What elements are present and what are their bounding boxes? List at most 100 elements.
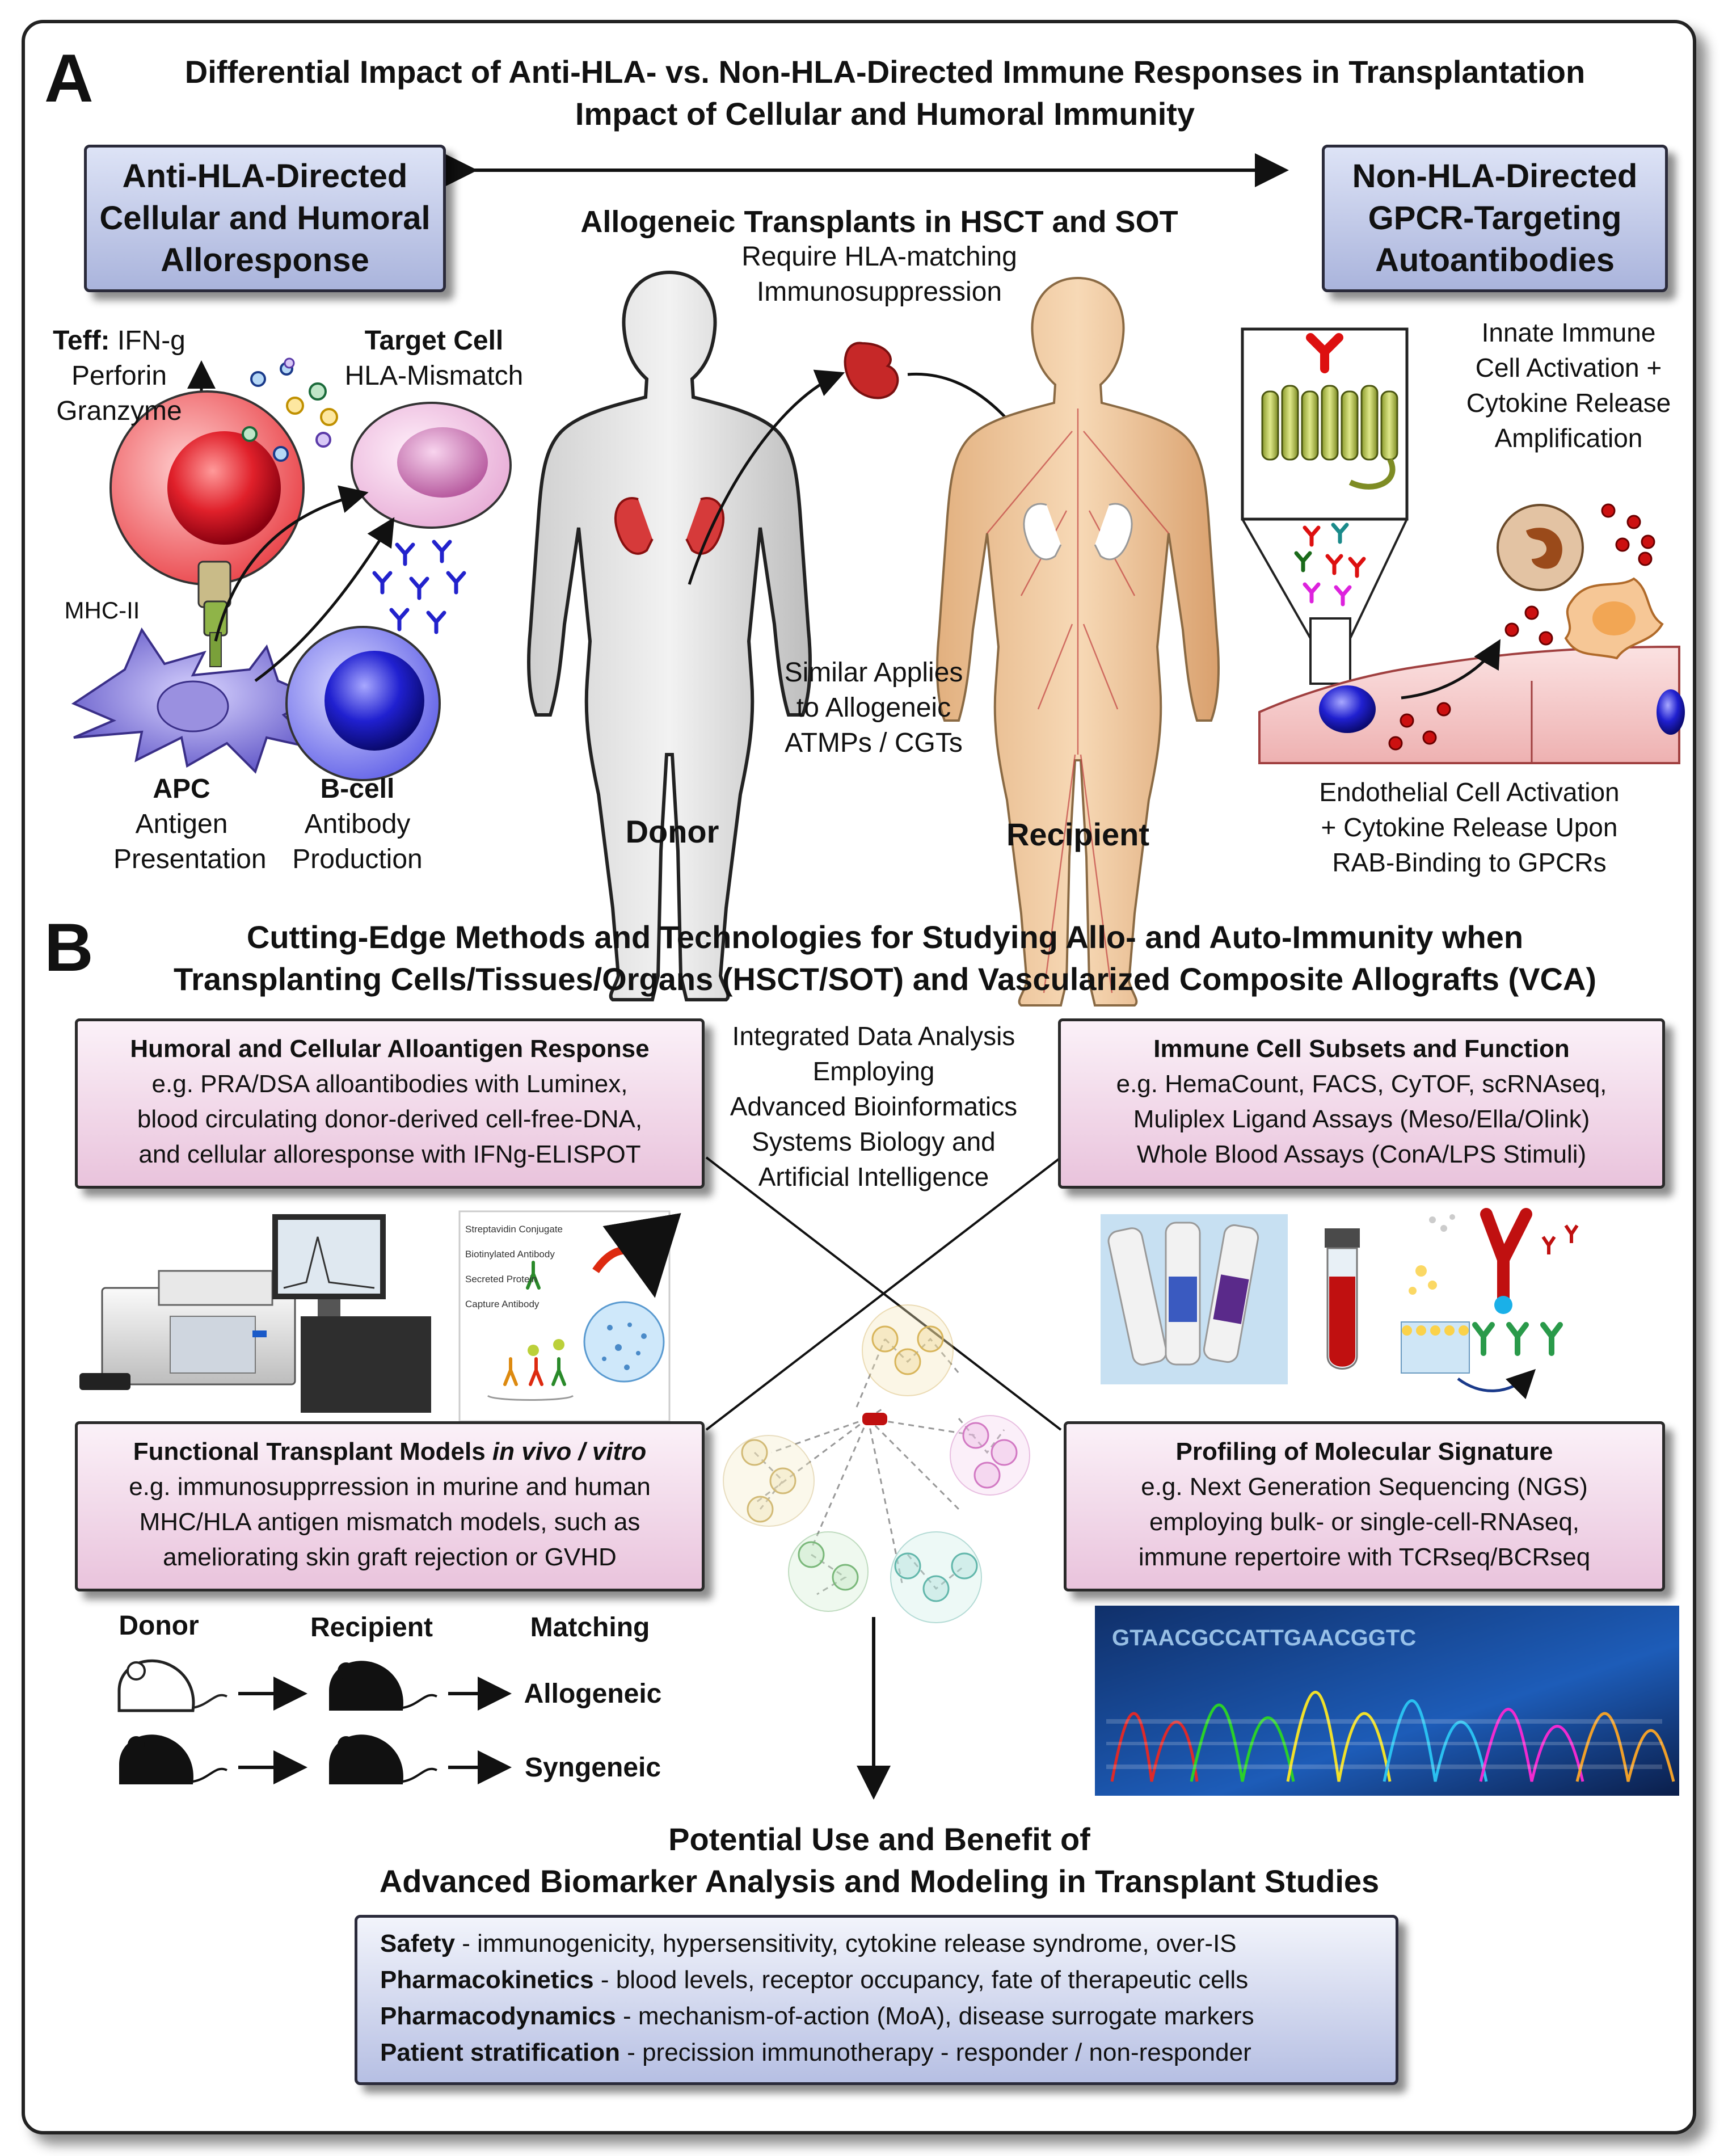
benefit-item: Patient stratification - precission immu… [380, 2035, 1373, 2071]
elispot-label-2: Biotinylated Antibody [465, 1249, 555, 1260]
recipient-silhouette [936, 276, 1220, 1007]
benefit-term: Pharmacokinetics [380, 1966, 594, 1994]
profiling-line2: employing bulk- or single-cell-RNAseq, [1149, 1508, 1580, 1536]
panel-a-letter: A [44, 40, 94, 116]
functional-line3: ameliorating skin graft rejection or GVH… [163, 1543, 617, 1571]
benefit-title: Potential Use and Benefit of Advanced Bi… [227, 1818, 1532, 1902]
similar-line2: to Allogeneic [796, 693, 951, 723]
integrated-line1: Integrated Data Analysis [732, 1021, 1015, 1051]
benefit-title-line1: Potential Use and Benefit of [668, 1821, 1090, 1857]
mouse-black-recipient-2 [329, 1734, 437, 1784]
endo-line2: + Cytokine Release Upon [1321, 812, 1618, 842]
panel-b-title: Cutting-Edge Methods and Technologies fo… [91, 916, 1679, 1000]
panel-a-title-line2: Impact of Cellular and Humoral Immunity [575, 96, 1195, 132]
benefit-title-line2: Advanced Biomarker Analysis and Modeling… [379, 1863, 1380, 1899]
benefit-item: Pharmacodynamics - mechanism-of-action (… [380, 1998, 1373, 2035]
profiling-line1: e.g. Next Generation Sequencing (NGS) [1141, 1473, 1588, 1501]
humoral-box: Humoral and Cellular Alloantigen Respons… [75, 1018, 705, 1189]
humoral-line1: e.g. PRA/DSA alloantibodies with Luminex… [151, 1070, 628, 1098]
non-hla-line3: Autoantibodies [1375, 242, 1615, 279]
integrated-line4: Systems Biology and [752, 1127, 996, 1156]
functional-heading-pre: Functional Transplant Models [133, 1438, 492, 1466]
elispot-label-1: Streptavidin Conjugate [465, 1224, 563, 1235]
b-cell [285, 626, 441, 781]
similar-line3: ATMPs / CGTs [785, 728, 963, 758]
antibody-icons [372, 540, 466, 634]
innate-immune-block: Innate Immune Cell Activation + Cytokine… [1418, 315, 1719, 456]
target-cell-sub: HLA-Mismatch [344, 361, 524, 391]
elispot-schematic [458, 1210, 681, 1422]
profiling-line3: immune repertoire with TCRseq/BCRseq [1138, 1543, 1591, 1571]
teff-label: Teff: [53, 326, 110, 356]
mouse-white-donor [117, 1659, 227, 1712]
transplant-sub2: Immunosuppression [756, 277, 1002, 307]
elispot-label-3: Secreted Protein [465, 1274, 537, 1285]
endo-line3: RAB-Binding to GPCRs [1332, 848, 1607, 877]
blood-vial-icon [1325, 1228, 1360, 1370]
profiling-heading: Profiling of Molecular Signature [1175, 1438, 1553, 1466]
non-hla-line2: GPCR-Targeting [1368, 200, 1622, 237]
panel-b-title-line2: Transplanting Cells/Tissues/Organs (HSCT… [173, 961, 1597, 997]
innate-line2: Cell Activation + [1475, 353, 1662, 382]
mouse-black-donor-2 [119, 1734, 227, 1784]
functional-heading: Functional Transplant Models in vivo / v… [78, 1434, 702, 1469]
immune-line3: Whole Blood Assays (ConA/LPS Stimuli) [1136, 1140, 1587, 1168]
anti-hla-line3: Alloresponse [161, 242, 369, 279]
mouse-arrows [238, 1677, 512, 1784]
functional-line2: MHC/HLA antigen mismatch models, such as [139, 1508, 640, 1536]
integrated-line2: Employing [812, 1056, 935, 1086]
apc-dendritic-cell [71, 627, 322, 774]
similar-line1: Similar Applies [784, 658, 963, 688]
sequencing-image: GTAACGCCATTGAACGGTC [1095, 1606, 1679, 1796]
transplant-heading-block: Allogeneic Transplants in HSCT and SOT R… [528, 204, 1231, 310]
gpcr-inset-box [1309, 617, 1351, 685]
bcell-label: B-cell Antibody Production [278, 772, 437, 877]
recipient-label: Recipient [1006, 816, 1150, 852]
innate-line4: Amplification [1494, 423, 1643, 453]
benefit-item: Safety - immunogenicity, hypersensitivit… [380, 1926, 1373, 1962]
target-cell-label: Target Cell HLA-Mismatch [340, 323, 528, 394]
immune-line1: e.g. HemaCount, FACS, CyTOF, scRNAseq, [1116, 1070, 1607, 1098]
mhc-tcr-complex [197, 561, 231, 667]
integrated-line5: Artificial Intelligence [758, 1162, 989, 1191]
non-hla-line1: Non-HLA-Directed [1352, 158, 1638, 195]
teff-line1: IFN-g [117, 326, 186, 356]
benefit-item: Pharmacokinetics - blood levels, recepto… [380, 1962, 1373, 1998]
svg-text:GTAACGCCATTGAACGGTC: GTAACGCCATTGAACGGTC [1112, 1626, 1416, 1650]
benefit-term: Patient stratification [380, 2039, 620, 2066]
flow-cytometer-image [79, 1214, 431, 1413]
donor-to-kidney-arrow [688, 369, 845, 585]
network-graph [723, 1304, 1030, 1623]
integrated-analysis-block: Integrated Data Analysis Employing Advan… [698, 1018, 1050, 1194]
bcell-line2: Production [292, 844, 423, 874]
mouse-header-donor: Donor [119, 1611, 199, 1641]
curved-arrow [214, 485, 369, 642]
cytokine-dots [242, 357, 338, 462]
endothelial-block: Endothelial Cell Activation + Cytokine R… [1271, 774, 1668, 880]
benefit-term: Safety [380, 1930, 456, 1957]
panel-b-letter: B [44, 909, 94, 986]
benefit-desc: - blood levels, receptor occupancy, fate… [593, 1966, 1249, 1994]
functional-heading-em: in vivo / vitro [492, 1438, 647, 1466]
kidney-icon [844, 342, 899, 399]
functional-models-box: Functional Transplant Models in vivo / v… [75, 1421, 705, 1591]
immune-cell-box: Immune Cell Subsets and Function e.g. He… [1058, 1018, 1665, 1189]
donor-silhouette [527, 270, 812, 1001]
mouse-black-recipient-1 [329, 1661, 437, 1711]
benefit-term: Pharmacodynamics [380, 2002, 616, 2030]
innate-line1: Innate Immune [1481, 318, 1656, 347]
profiling-box: Profiling of Molecular Signature e.g. Ne… [1064, 1421, 1665, 1591]
multiplex-assay-schematic [1401, 1208, 1579, 1399]
integrated-line3: Advanced Bioinformatics [730, 1092, 1018, 1121]
activation-arrow [1401, 639, 1501, 700]
anti-hla-line2: Cellular and Humoral [99, 200, 431, 237]
mouse-row-allogeneic: Allogeneic [524, 1679, 662, 1709]
anti-hla-box: Anti-HLA-Directed Cellular and Humoral A… [84, 145, 446, 292]
mouse-row-syngeneic: Syngeneic [524, 1753, 661, 1783]
teff-line3: Granzyme [56, 396, 182, 426]
similar-applies-block: Similar Applies to Allogeneic ATMPs / CG… [760, 655, 987, 761]
apc-line1: Antigen [135, 809, 228, 839]
mouse-header-matching: Matching [530, 1612, 650, 1643]
functional-line1: e.g. immunosupprression in murine and hu… [129, 1473, 651, 1501]
